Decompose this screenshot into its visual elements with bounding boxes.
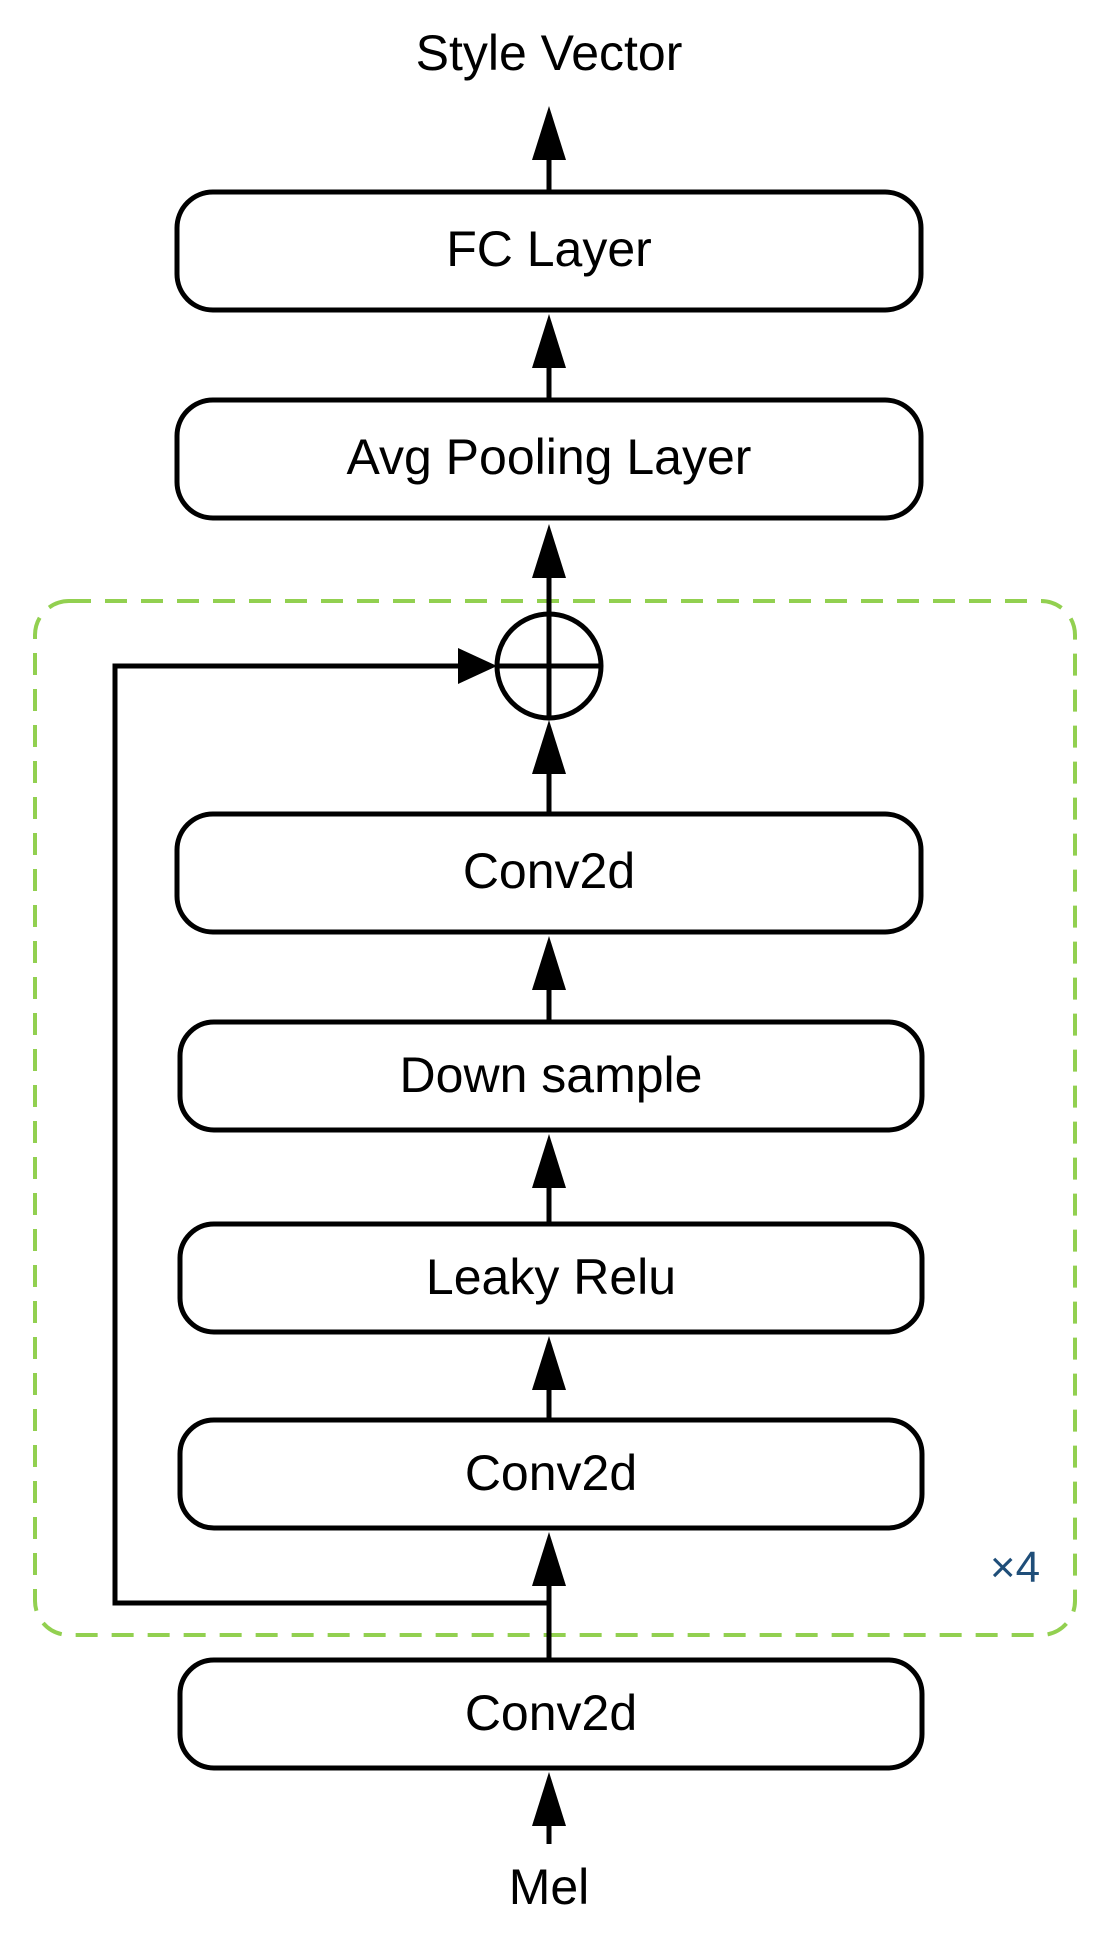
sum-icon <box>494 611 604 721</box>
fc-layer-block: FC Layer <box>174 189 924 313</box>
output-label: Style Vector <box>416 25 683 81</box>
conv2d-top-block: Conv2d <box>174 811 924 935</box>
arrow-input-conv-to-block <box>532 1532 566 1658</box>
arrow-fc-to-output <box>532 106 566 190</box>
down-sample-label: Down sample <box>400 1047 703 1103</box>
avg-pooling-layer-label: Avg Pooling Layer <box>347 429 752 485</box>
conv2d-bottom-label: Conv2d <box>465 1445 637 1501</box>
skip-connection-arrow <box>112 648 549 1606</box>
arrow-relu-to-downsample <box>532 1134 566 1222</box>
avg-pooling-layer-block: Avg Pooling Layer <box>174 397 924 521</box>
arrow-pool-to-fc <box>532 314 566 398</box>
input-label: Mel <box>509 1859 590 1915</box>
fc-layer-label: FC Layer <box>446 221 652 277</box>
conv2d-top-label: Conv2d <box>463 843 635 899</box>
leaky-relu-label: Leaky Relu <box>426 1249 676 1305</box>
conv2d-input-label: Conv2d <box>465 1685 637 1741</box>
arrow-mel-to-conv <box>532 1772 566 1844</box>
down-sample-block: Down sample <box>177 1019 925 1133</box>
conv2d-input-block: Conv2d <box>177 1657 925 1771</box>
residual-block-frame <box>33 599 1077 1637</box>
arrow-conv-to-relu <box>532 1336 566 1418</box>
arrow-downsample-to-conv <box>532 936 566 1020</box>
conv2d-bottom-block: Conv2d <box>177 1417 925 1531</box>
leaky-relu-block: Leaky Relu <box>177 1221 925 1335</box>
arrow-conv-to-sum <box>532 720 566 812</box>
arrow-sum-to-pool <box>532 524 566 612</box>
repeat-count-label: ×4 <box>990 1543 1040 1592</box>
